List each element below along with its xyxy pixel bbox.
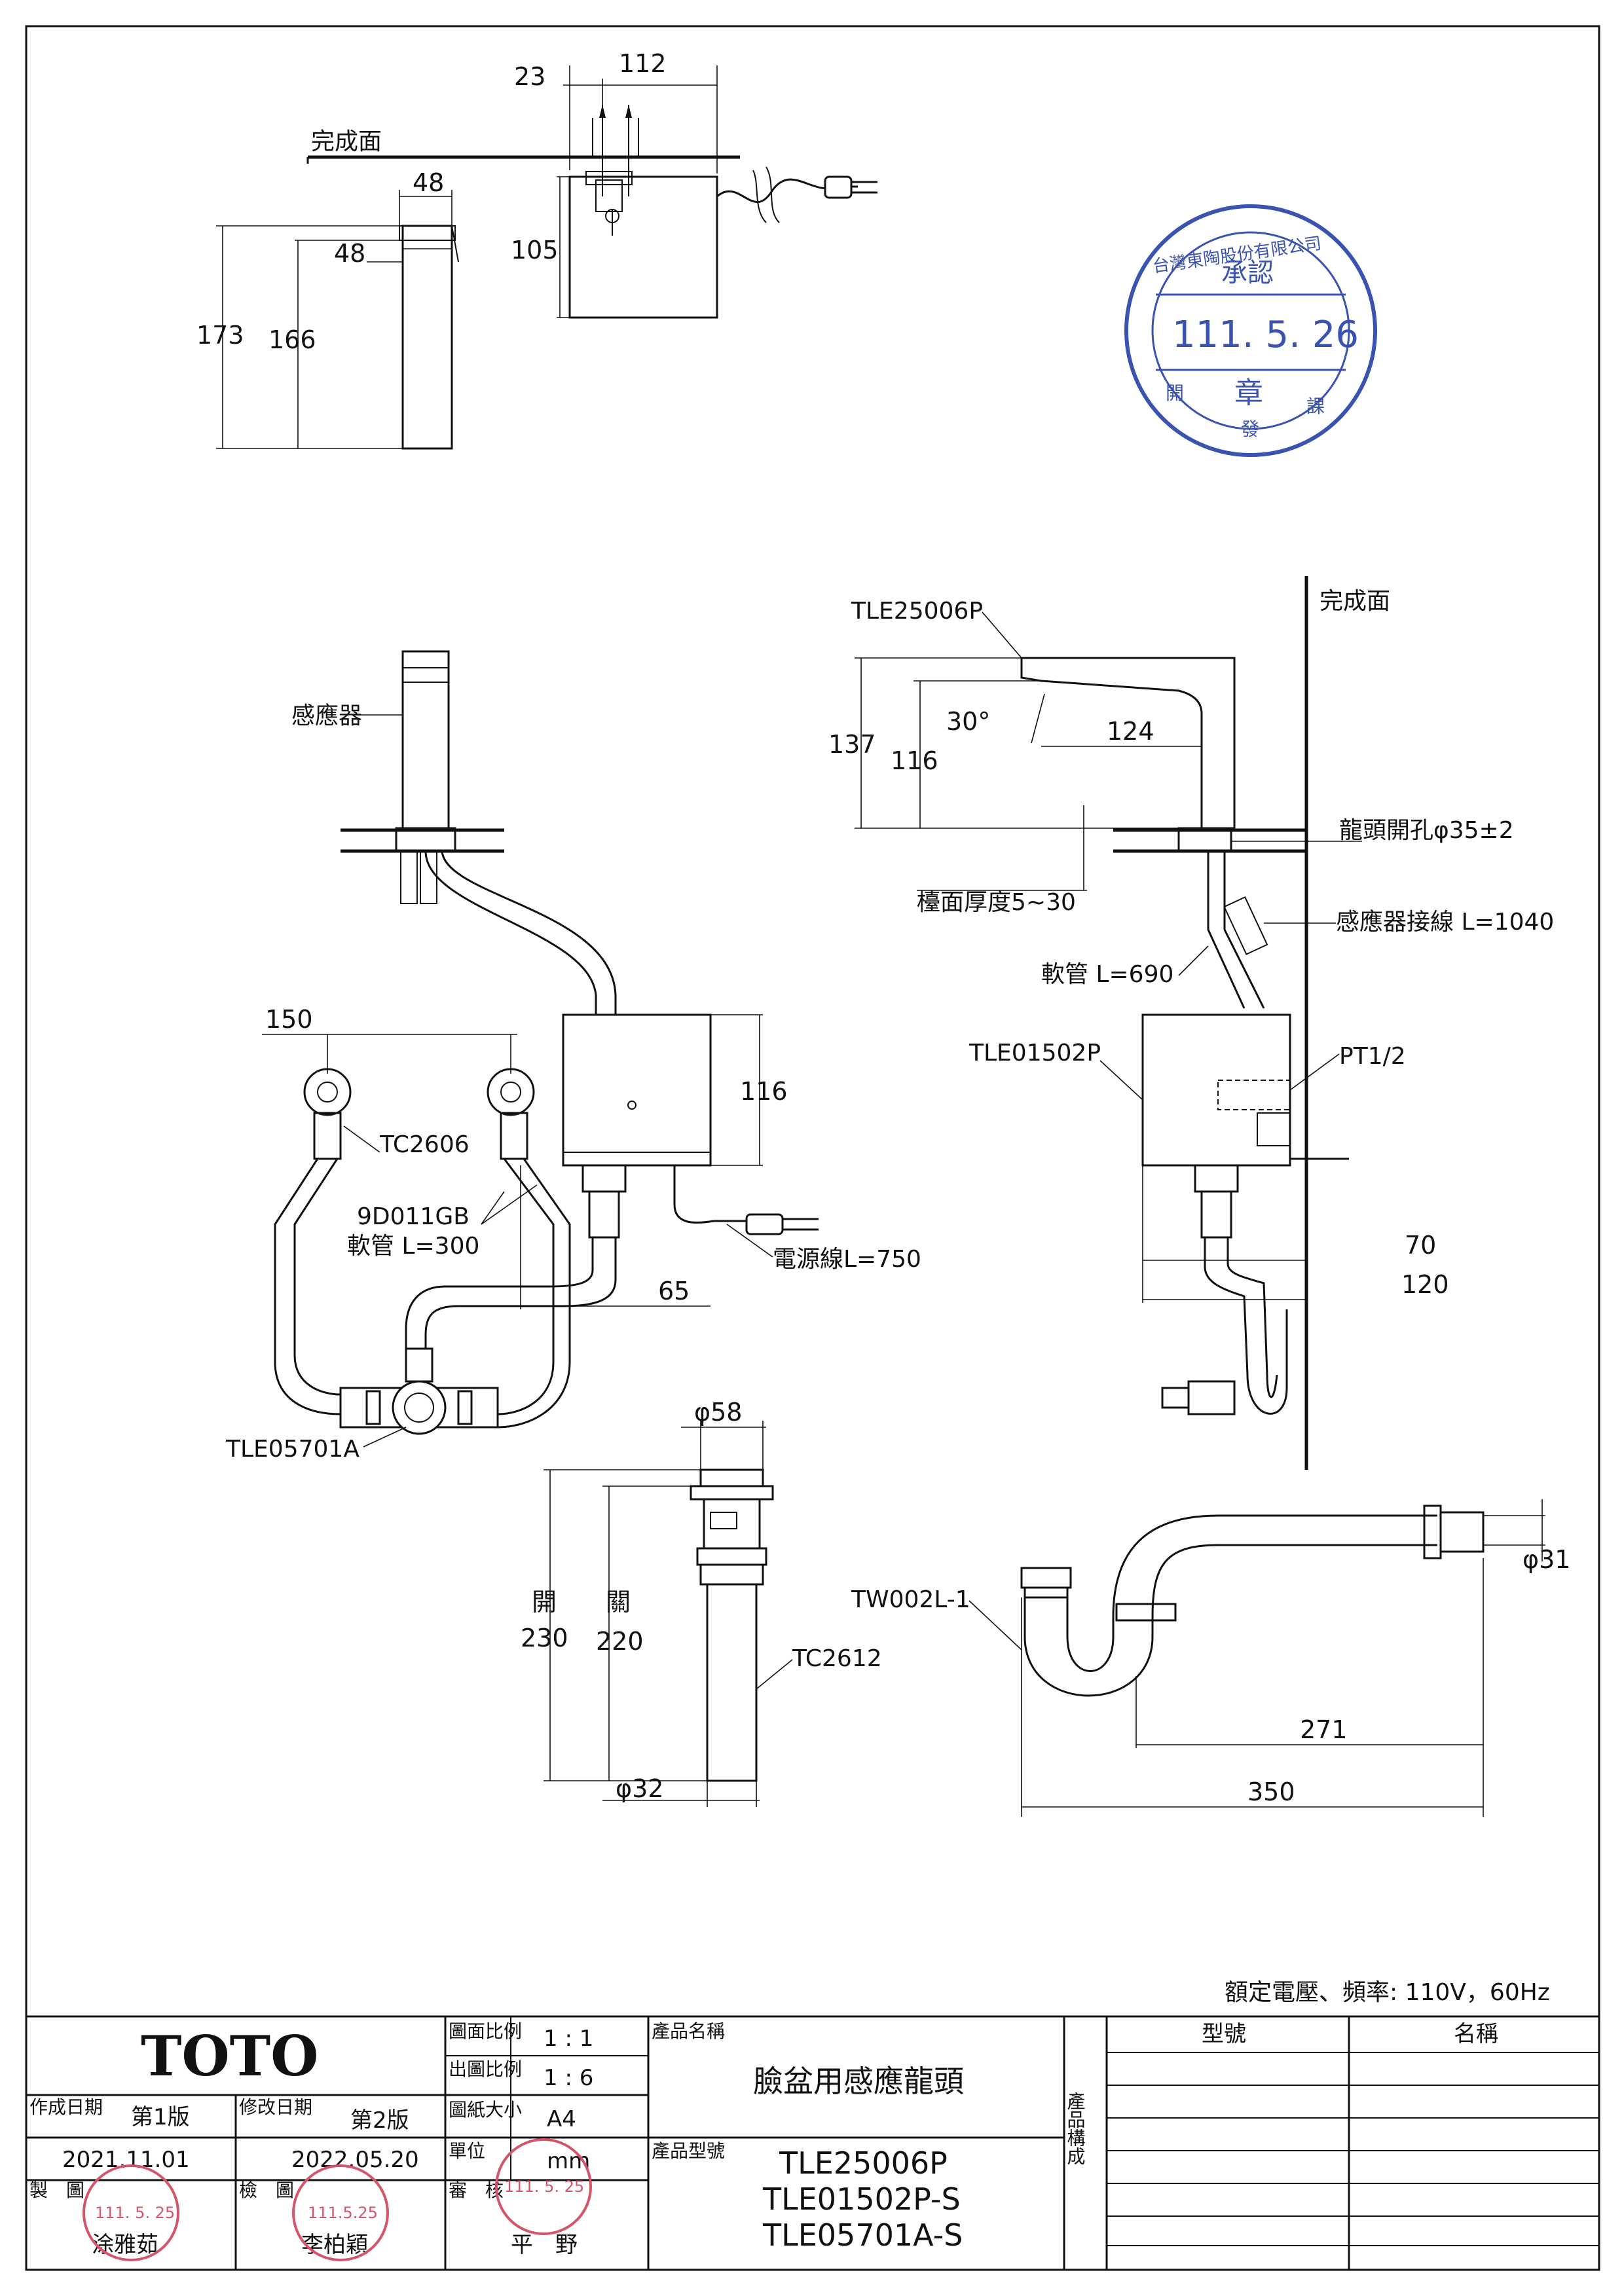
approval-stamp: 台灣東陶股份有限公司 承認 111. 5. 26 章 開 發 課 — [1124, 204, 1377, 457]
dim-166: 166 — [268, 325, 316, 354]
unit-label: 單位 — [449, 2140, 485, 2162]
p-trap-assembly: φ31 TW002L-1 271 350 — [851, 1499, 1570, 1817]
created-date: 2021.11.01 — [62, 2147, 190, 2173]
dim-105: 105 — [511, 236, 559, 264]
top-views: 完成面 23 112 105 — [196, 49, 877, 450]
dim-173: 173 — [196, 321, 244, 350]
rating-text: 額定電壓、頻率: 110V，60Hz — [1225, 1979, 1550, 2006]
stamp-dept-2: 發 — [1241, 418, 1259, 440]
stamp-date-3: 111. 5. 25 — [504, 2178, 584, 2196]
dim-271: 271 — [1300, 1715, 1348, 1744]
front-view-assembly: 感應器 116 電源線L=750 150 TC — [225, 650, 921, 1463]
finish-surface-label: 完成面 — [311, 128, 382, 155]
brand-logo: TOTO — [141, 2024, 318, 2088]
sensor-label: 感應器 — [291, 702, 362, 729]
power-cord-label: 電源線L=750 — [773, 1246, 921, 1273]
side-dim-116: 116 — [891, 746, 938, 775]
output-scale-label: 出圖比例 — [449, 2058, 522, 2080]
drawing-scale-label: 圖面比例 — [449, 2020, 522, 2042]
dim-116-front: 116 — [740, 1077, 788, 1106]
stamp-date-1: 111. 5. 25 — [95, 2204, 175, 2222]
dim-phi58: φ58 — [694, 1398, 742, 1427]
side-dim-137: 137 — [828, 730, 876, 759]
product-model-3: TLE05701A-S — [762, 2217, 963, 2253]
col-name: 名稱 — [1454, 2021, 1498, 2047]
dim-112: 112 — [619, 49, 667, 78]
drawn-label: 製 圖 — [29, 2179, 84, 2201]
dim-350: 350 — [1247, 1777, 1295, 1806]
composition-label: 產品構成 — [1065, 2092, 1086, 2165]
side-dim-70: 70 — [1405, 1231, 1436, 1260]
valve-label: TLE05701A — [225, 1436, 360, 1463]
trap-model-label: TW002L-1 — [851, 1586, 970, 1613]
stamp-dept-3: 課 — [1306, 395, 1325, 417]
drain-open-label: 開 — [532, 1588, 557, 1616]
control-box-label: TLE01502P — [969, 1040, 1101, 1066]
sensor-cable-label: 感應器接線 L=1040 — [1336, 909, 1554, 936]
drawing-scale: 1 : 1 — [544, 2026, 593, 2052]
product-model-1: TLE25006P — [779, 2145, 948, 2181]
hose-model-label: 9D011GB — [357, 1203, 470, 1230]
tap-hole-label: 龍頭開孔φ35±2 — [1339, 817, 1514, 844]
counter-thickness-label: 檯面厚度5~30 — [917, 889, 1076, 916]
col-model: 型號 — [1202, 2021, 1246, 2047]
stamp-date: 111. 5. 26 — [1172, 314, 1359, 356]
title-block: TOTO 圖面比例 1 : 1 出圖比例 1 : 6 圖紙大小 A4 單位 mm… — [25, 2015, 1600, 2271]
product-name: 臉盆用感應龍頭 — [753, 2064, 964, 2099]
output-scale: 1 : 6 — [544, 2065, 593, 2091]
created-version: 第1版 — [131, 2104, 190, 2130]
stamp-seal: 章 — [1234, 376, 1263, 410]
drain-close-value: 220 — [596, 1627, 644, 1656]
revised-version: 第2版 — [350, 2107, 409, 2134]
stamp-date-2: 111.5.25 — [308, 2204, 378, 2222]
drawn-by: 涂雅茹 — [92, 2232, 158, 2258]
drain-open-value: 230 — [521, 1624, 568, 1652]
dim-phi32: φ32 — [616, 1774, 663, 1803]
sheet-border — [25, 25, 1600, 2271]
stamp-word: 承認 — [1221, 258, 1274, 288]
stamp-dept-1: 開 — [1166, 382, 1184, 404]
paper-size-label: 圖紙大小 — [449, 2099, 522, 2121]
dim-65: 65 — [658, 1277, 690, 1305]
dim-48-inner: 48 — [334, 239, 365, 268]
approved-by: 平 野 — [511, 2232, 578, 2258]
side-view-assembly: 完成面 TLE25006P 137 116 30° 124 龍頭開孔φ35±2 … — [828, 576, 1554, 1470]
dim-23: 23 — [514, 62, 545, 91]
revised-label: 修改日期 — [239, 2096, 312, 2118]
side-finish-surface-label: 完成面 — [1320, 588, 1390, 615]
hose-length-label: 軟管 L=300 — [347, 1233, 479, 1260]
side-dim-120: 120 — [1401, 1270, 1449, 1299]
dim-48-top: 48 — [413, 168, 444, 197]
tc2606-label: TC2606 — [379, 1131, 470, 1158]
product-model-2: TLE01502P-S — [762, 2181, 961, 2217]
product-name-label: 產品名稱 — [652, 2020, 725, 2042]
dim-150: 150 — [265, 1005, 313, 1034]
side-dim-124: 124 — [1107, 717, 1154, 746]
approved-label: 審 核 — [449, 2179, 504, 2201]
faucet-model-label: TLE25006P — [851, 598, 983, 625]
product-model-label: 產品型號 — [652, 2140, 725, 2162]
drain-model-label: TC2612 — [792, 1645, 882, 1672]
checked-label: 檢 圖 — [239, 2179, 294, 2201]
drain-assembly: φ58 開 230 關 220 TC2612 φ32 — [521, 1398, 882, 1807]
drain-close-label: 關 — [606, 1588, 631, 1616]
dim-phi31: φ31 — [1522, 1545, 1570, 1574]
checked-by: 李柏穎 — [301, 2232, 368, 2258]
angle-label: 30° — [946, 707, 990, 736]
paper-size: A4 — [547, 2106, 576, 2132]
thread-label: PT1/2 — [1339, 1043, 1406, 1070]
flex-hose-label: 軟管 L=690 — [1041, 961, 1173, 988]
created-label: 作成日期 — [29, 2096, 103, 2118]
